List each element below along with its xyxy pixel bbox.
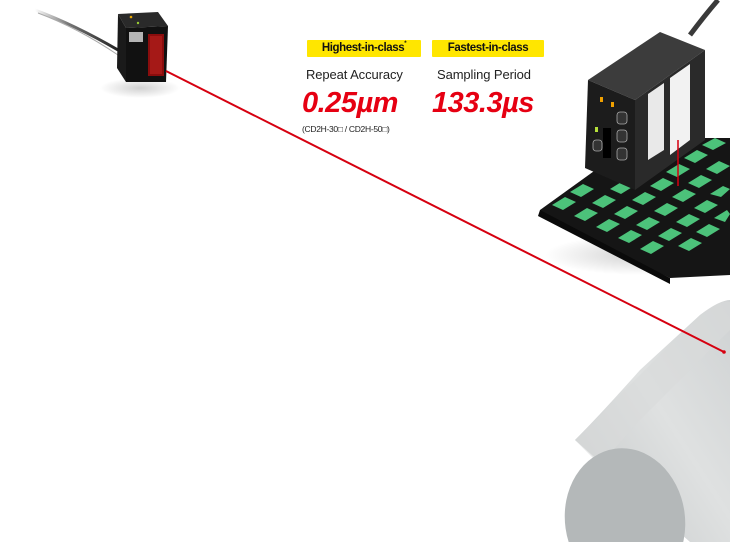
badge-highest-in-class: Highest-in-class*	[307, 40, 421, 57]
laser-beam	[165, 70, 725, 353]
sampling-period-value: 133.3µs	[432, 87, 534, 119]
cd2h-displacement-sensor	[585, 0, 720, 190]
cylinder-workpiece	[564, 300, 730, 542]
badge-text: Fastest-in-class	[447, 42, 529, 54]
circuit-board	[538, 138, 730, 284]
badge-text: Highest-in-class	[321, 42, 405, 54]
model-note: (CD2H-30□ / CD2H-50□)	[302, 124, 390, 134]
repeat-accuracy-value: 0.25µm	[302, 87, 398, 119]
badge-fastest-in-class: Fastest-in-class	[432, 40, 544, 57]
repeat-accuracy-label: Repeat Accuracy	[306, 67, 403, 82]
compact-laser-sensor	[34, 8, 180, 98]
sampling-period-label: Sampling Period	[437, 67, 531, 82]
footnote-mark: *	[404, 41, 407, 47]
